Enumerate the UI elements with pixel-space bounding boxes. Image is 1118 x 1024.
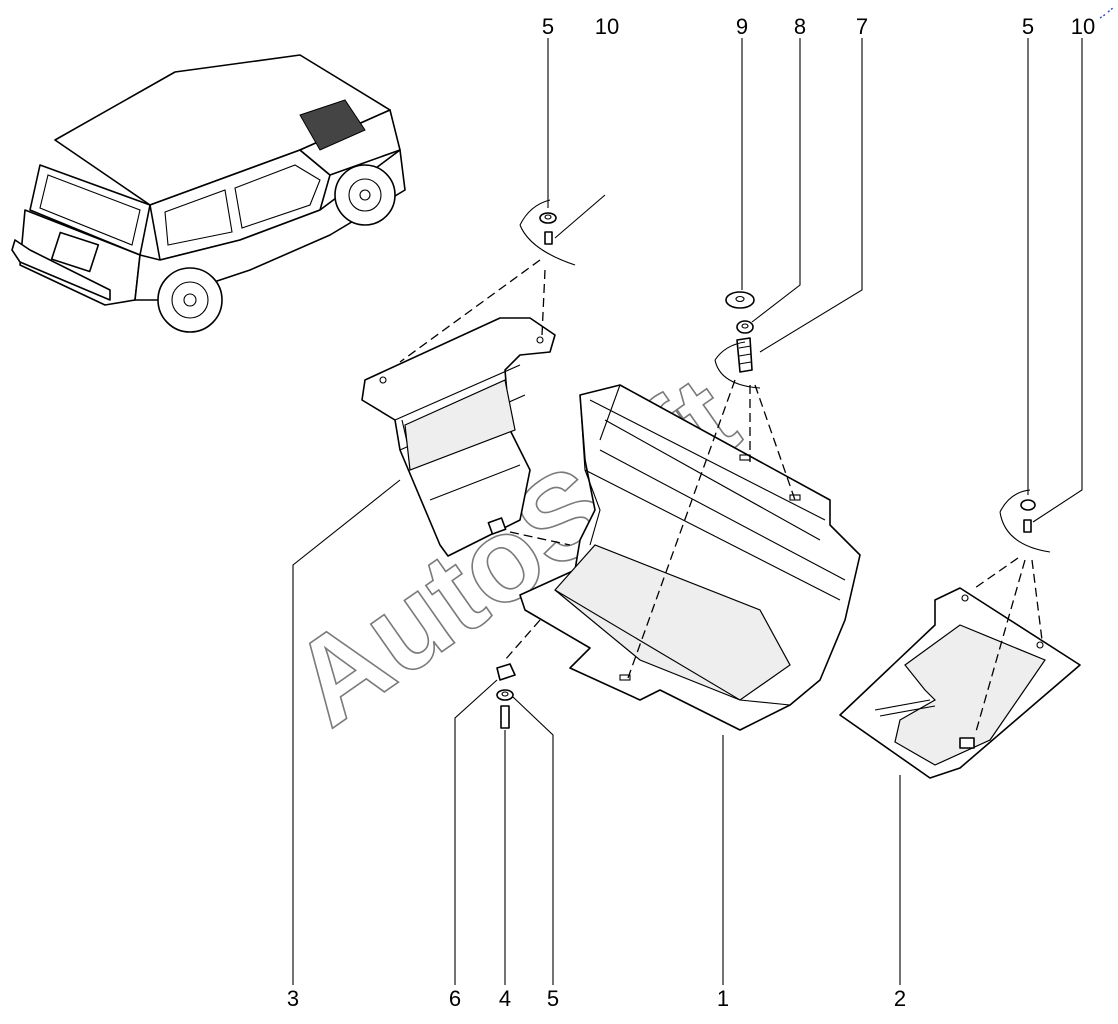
callout-5-right-top: 5 [1022,14,1034,39]
assembly-lines [399,259,1043,736]
callout-6: 6 [449,986,461,1011]
callout-3: 3 [287,986,299,1011]
washer-bolt-left-top [519,199,576,266]
washer-bolt-right-top [999,489,1051,553]
callout-10-right-top: 10 [1071,14,1095,39]
fastener-set-bottom [496,663,516,729]
callout-1: 1 [717,986,729,1011]
suv-vehicle-icon [11,54,406,333]
leader-lines [292,38,1083,985]
part-3-left-shield [361,317,556,557]
callout-2: 2 [894,986,906,1011]
callout-10-left-top: 10 [595,14,619,39]
fastener-set-center [714,291,761,389]
callout-7: 7 [856,14,868,39]
part-2-right-shield [839,587,1081,779]
callout-5-bottom: 5 [547,986,559,1011]
page-corner-mark-icon [1099,6,1115,19]
callout-9: 9 [736,14,748,39]
callout-4: 4 [499,986,511,1011]
callouts: 5 10 9 8 7 5 10 3 6 4 5 1 2 [287,14,1095,1011]
callout-8: 8 [794,14,806,39]
part-1-center-shield [519,384,861,731]
callout-5-left-top: 5 [542,14,554,39]
